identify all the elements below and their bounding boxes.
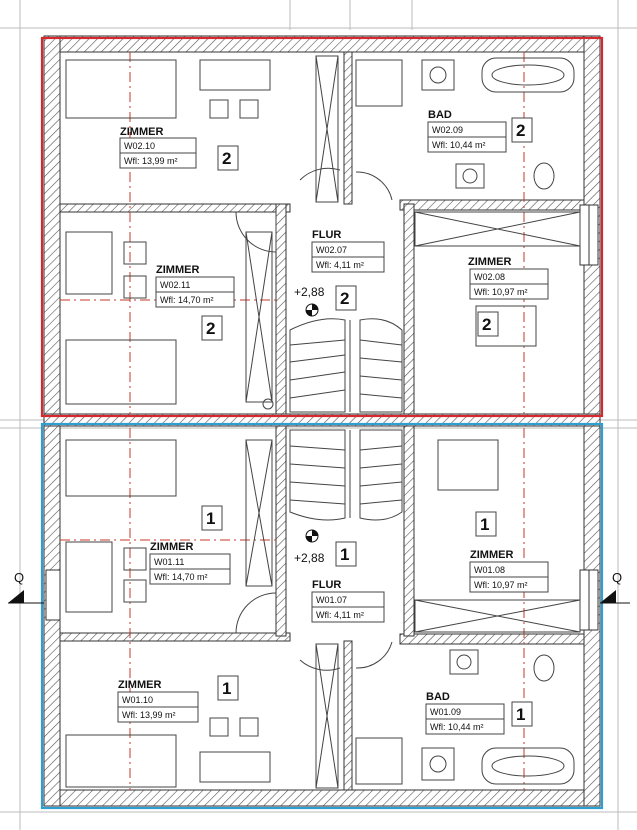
room-area: Wfl: 14,70 m² [160,295,214,305]
room-label-w02-11: ZIMMER W02.11 Wfl: 14,70 m² 2 [155,264,235,341]
room-name: BAD [428,109,452,121]
room-name: ZIMMER [470,549,513,561]
room-label-w02-08: ZIMMER W02.08 Wfl: 10,97 m² 2 [468,256,549,337]
interior-walls [59,51,585,791]
room-area: Wfl: 10,97 m² [474,580,528,590]
floor-number: 1 [206,509,215,528]
room-label-w02-10: ZIMMER W02.10 Wfl: 13,99 m² 2 [119,126,239,171]
floor-number: 1 [222,679,231,698]
room-area: Wfl: 10,44 m² [432,140,486,150]
floor-number: 1 [340,545,349,564]
room-name: FLUR [312,579,341,591]
room-area: Wfl: 10,97 m² [474,287,528,297]
room-code: W02.10 [124,141,155,151]
staircase-upper [289,318,403,413]
room-code: W01.11 [154,557,184,567]
room-area: Wfl: 4,11 m² [316,260,364,270]
floor-number: 2 [206,319,215,338]
level-marker-upper: +2,88 [294,285,325,317]
room-label-w01-07: 1 FLUR W01.07 Wfl: 4,11 m² [311,541,385,623]
level-marker-lower: +2,88 [294,529,325,565]
windows [45,204,599,631]
floor-number: 2 [222,149,231,168]
room-code: W01.09 [430,707,461,717]
section-label-right: Q [612,570,622,585]
room-label-w02-07: FLUR W02.07 Wfl: 4,11 m² 2 [311,229,385,311]
room-code: W02.08 [474,272,505,282]
room-code: W02.07 [316,245,347,255]
room-area: Wfl: 13,99 m² [124,156,178,166]
room-code: W02.11 [160,280,190,290]
section-label-left: Q [14,570,24,585]
level-mark-lower: +2,88 [294,551,325,565]
room-code: W01.07 [316,595,347,605]
room-code: W01.10 [122,695,153,705]
room-area: Wfl: 10,44 m² [430,722,484,732]
room-label-w01-08: 1 ZIMMER W01.08 Wfl: 10,97 m² [469,511,549,593]
room-name: ZIMMER [118,679,161,691]
section-marker-right: Q [600,570,630,604]
room-label-w01-09: BAD W01.09 Wfl: 10,44 m² 1 [425,691,533,735]
room-area: Wfl: 4,11 m² [316,610,364,620]
room-label-w01-10: ZIMMER W01.10 Wfl: 13,99 m² 1 [117,675,239,723]
room-label-w01-11: 1 ZIMMER W01.11 Wfl: 14,70 m² [149,505,231,585]
floor-number: 1 [480,515,489,534]
room-name: ZIMMER [468,256,511,268]
floor-number: 1 [516,705,525,724]
staircase-lower [289,429,403,521]
upper-unit-boundary [40,36,604,418]
room-label-w02-09: BAD W02.09 Wfl: 10,44 m² 2 [427,109,533,153]
room-name: FLUR [312,229,341,241]
room-code: W02.09 [432,125,463,135]
room-name: ZIMMER [156,264,199,276]
lower-unit-boundary [40,422,604,810]
floor-number: 2 [482,315,491,334]
furniture [65,55,581,789]
floor-number: 2 [340,289,349,308]
room-code: W01.08 [474,565,505,575]
section-marker-left: Q [8,570,44,604]
room-name: ZIMMER [150,541,193,553]
room-name: BAD [426,691,450,703]
door-swings [235,167,393,671]
level-mark-upper: +2,88 [294,285,325,299]
room-name: ZIMMER [120,126,163,138]
floor-number: 2 [516,121,525,140]
room-area: Wfl: 13,99 m² [122,710,176,720]
room-area: Wfl: 14,70 m² [154,572,208,582]
